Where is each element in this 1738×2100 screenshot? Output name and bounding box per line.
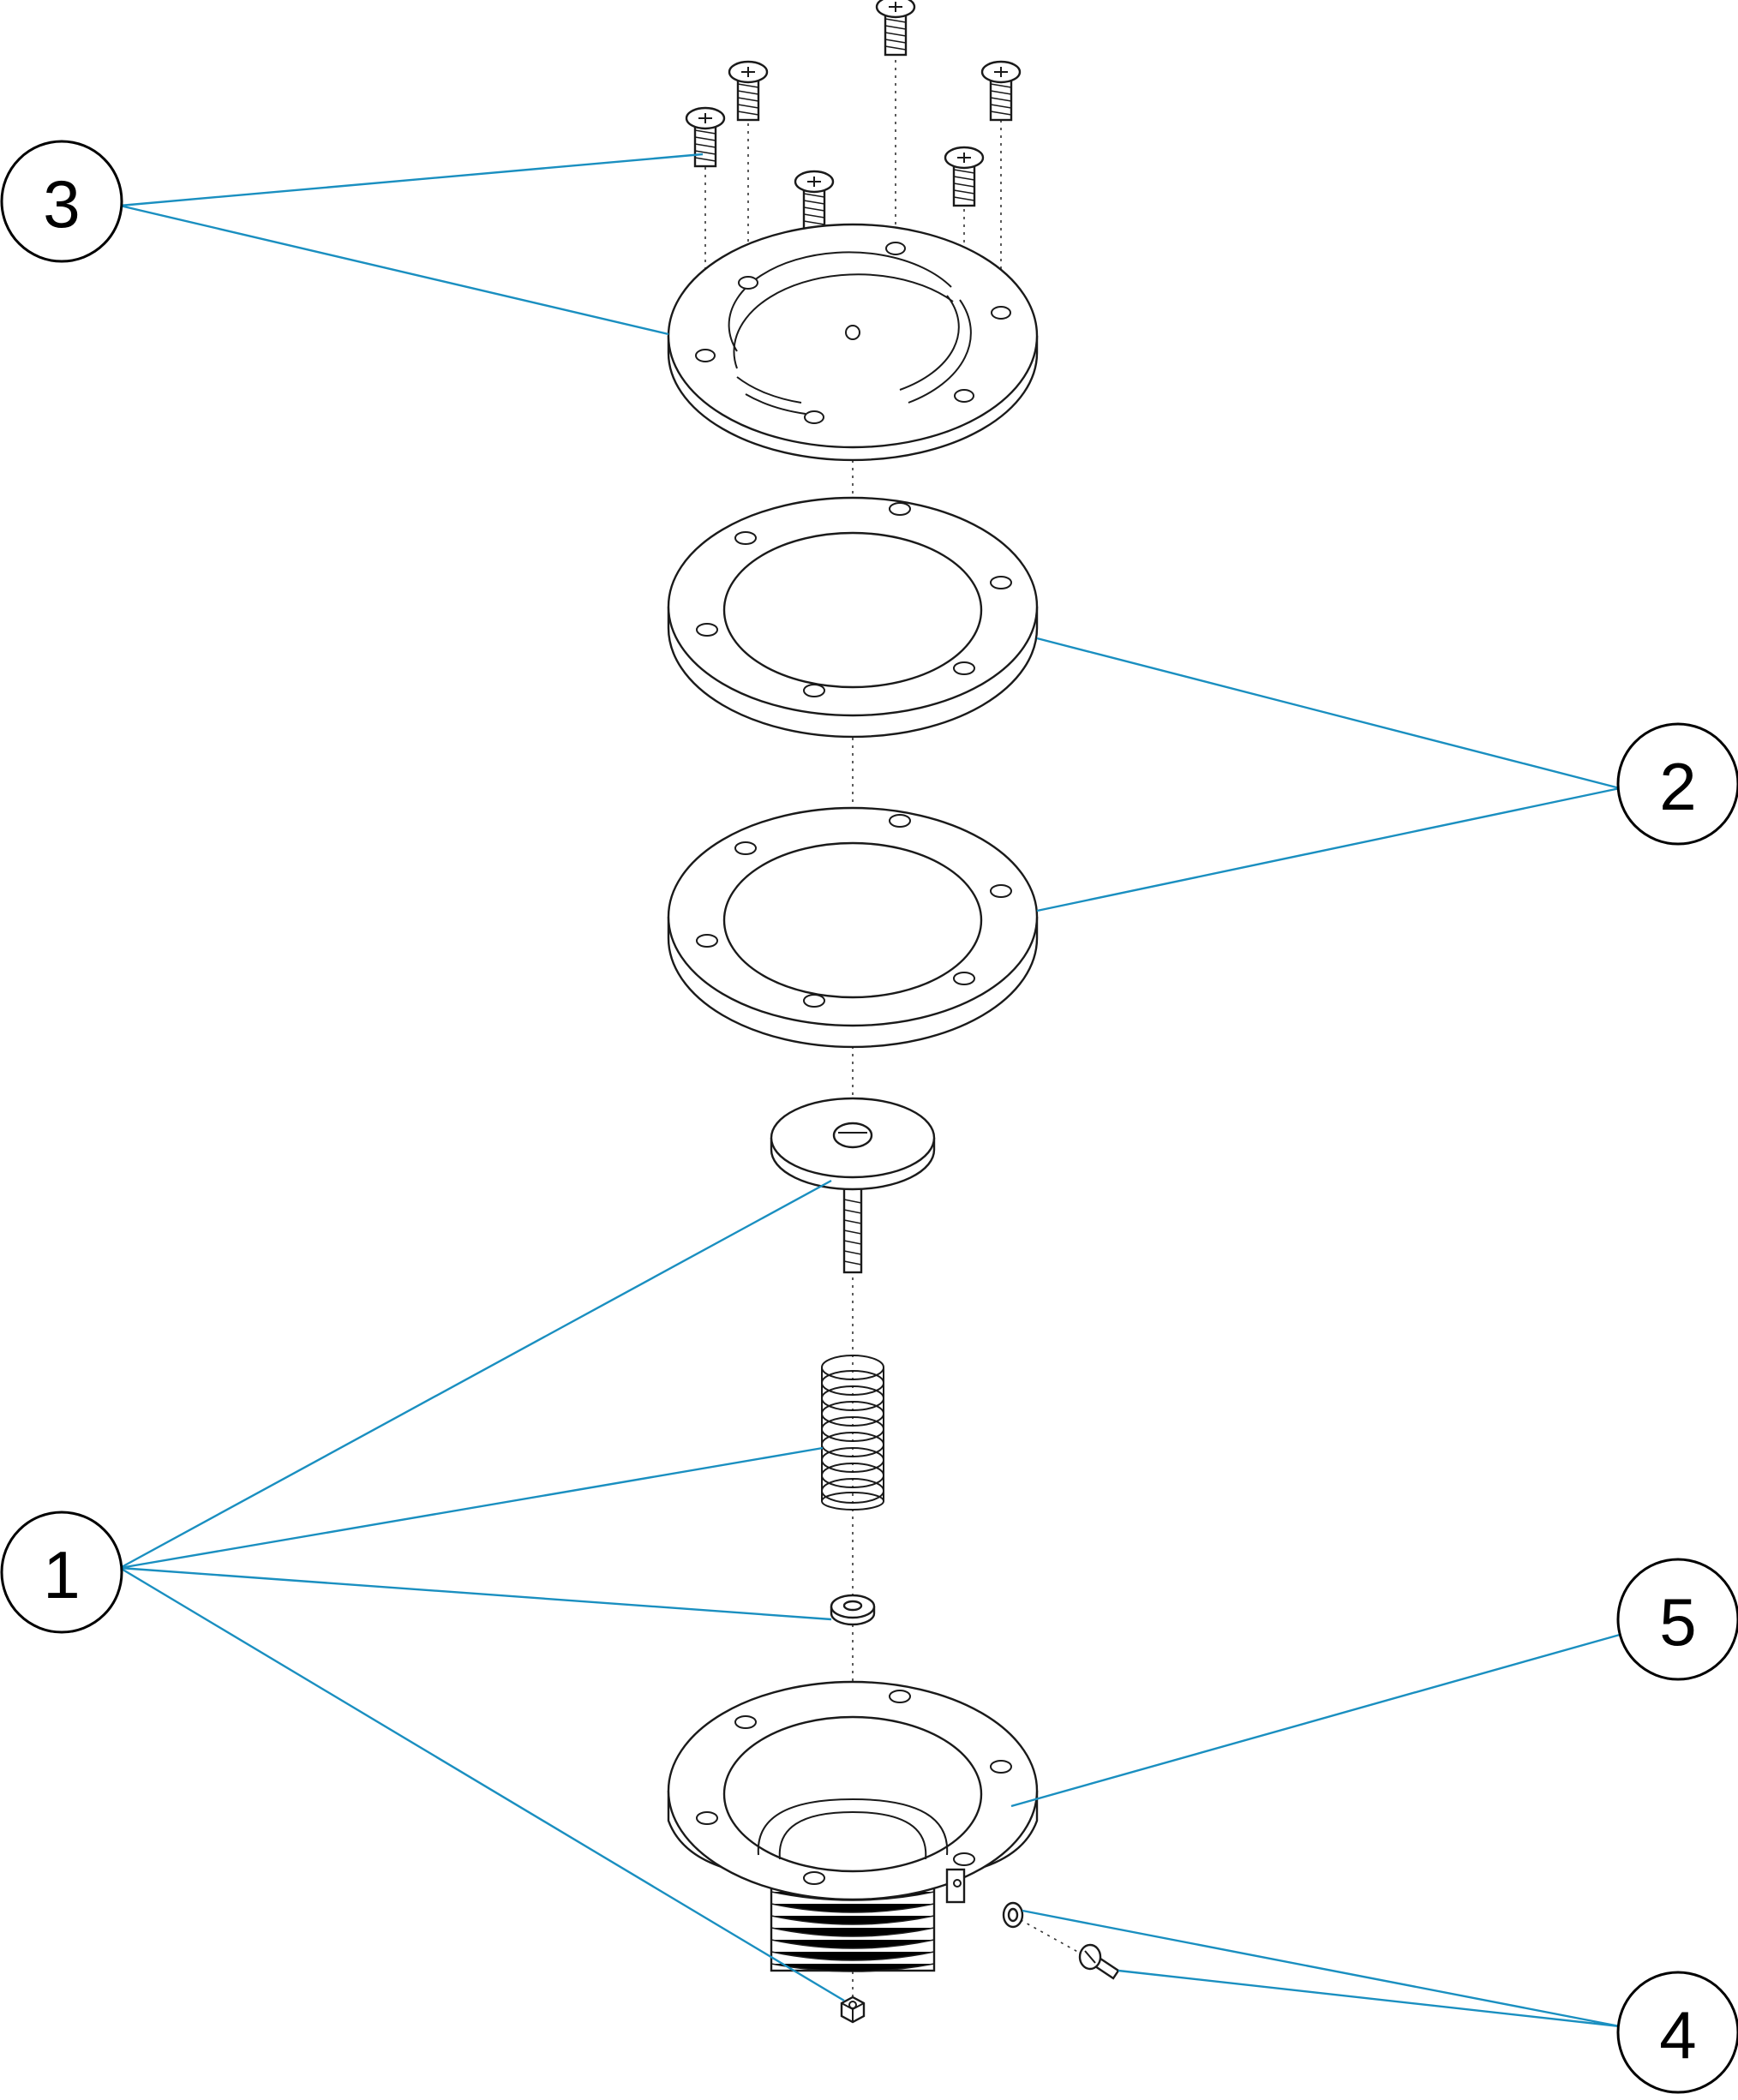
leader-2 bbox=[1036, 637, 1621, 912]
callout-3-label: 3 bbox=[43, 166, 80, 242]
leader-1-washer bbox=[119, 1566, 832, 1621]
grounding-screw bbox=[1078, 1943, 1120, 1980]
leader-1-nut bbox=[119, 1566, 845, 2002]
gasket-lower bbox=[667, 806, 1039, 1049]
screw-icon bbox=[980, 60, 1022, 122]
callout-1: 1 bbox=[0, 1511, 123, 1634]
leader-3 bbox=[119, 153, 704, 336]
callout-3: 3 bbox=[0, 140, 123, 263]
callout-4-label: 4 bbox=[1659, 1997, 1696, 2073]
hex-nut bbox=[840, 1995, 866, 2024]
small-washer bbox=[1002, 1901, 1024, 1929]
washer bbox=[830, 1594, 876, 1626]
housing-body bbox=[667, 1680, 1039, 1972]
cover-plate bbox=[667, 223, 1039, 462]
leader-1-disc bbox=[119, 1179, 832, 1570]
gasket-upper bbox=[667, 496, 1039, 739]
screw-icon bbox=[875, 0, 916, 57]
leader-4-washer bbox=[1022, 1909, 1621, 2028]
callout-2-label: 2 bbox=[1659, 749, 1696, 824]
callout-5-label: 5 bbox=[1659, 1584, 1696, 1660]
leader-5 bbox=[1010, 1633, 1621, 1808]
screw-icon bbox=[794, 170, 835, 231]
screws-group bbox=[685, 0, 1022, 231]
spring bbox=[821, 1355, 884, 1511]
callout-4: 4 bbox=[1616, 1971, 1738, 2094]
callout-5: 5 bbox=[1616, 1558, 1738, 1681]
screw-icon bbox=[944, 146, 985, 207]
callout-1-label: 1 bbox=[43, 1537, 80, 1612]
screw-icon bbox=[728, 60, 769, 122]
callout-2: 2 bbox=[1616, 722, 1738, 846]
screw-icon bbox=[685, 106, 726, 168]
leader-4-screw bbox=[1118, 1969, 1621, 2028]
leader-1-spring bbox=[119, 1446, 824, 1570]
valve-disc bbox=[770, 1097, 936, 1274]
